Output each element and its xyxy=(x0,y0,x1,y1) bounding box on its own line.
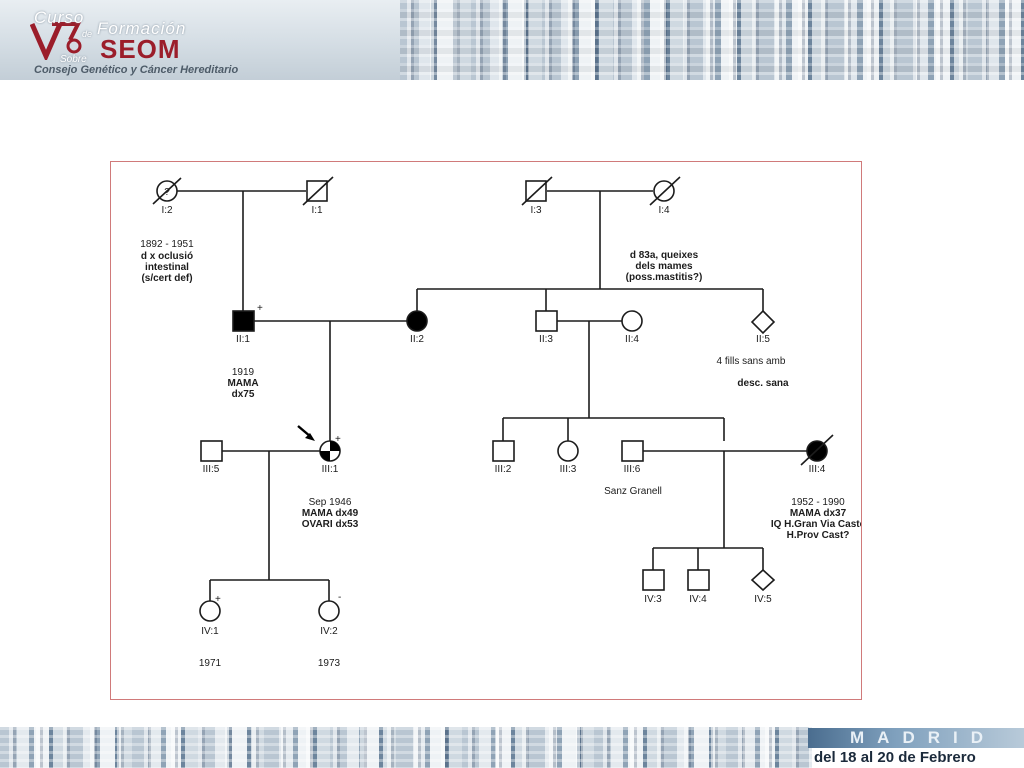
individual-I1: I:1 xyxy=(302,176,334,216)
svg-text:Sep 1946: Sep 1946 xyxy=(309,497,352,508)
svg-text:Sanz Granell: Sanz Granell xyxy=(604,486,662,497)
label-I4: I:4 xyxy=(658,205,670,216)
label-II4: II:4 xyxy=(625,334,639,345)
individual-III2: III:2 xyxy=(492,440,515,475)
logo-de-text: de xyxy=(82,29,93,39)
note-I2: 1892 - 1951 d x oclusió intestinal (s/ce… xyxy=(140,239,194,284)
svg-text:OVARI dx53: OVARI dx53 xyxy=(302,519,359,530)
note-IV2: 1973 xyxy=(318,658,341,669)
label-IV4: IV:4 xyxy=(689,594,707,605)
individual-IV1: + IV:1 1971 xyxy=(199,594,222,669)
note-IV1: 1971 xyxy=(199,658,222,669)
individual-III5: III:5 xyxy=(200,440,223,475)
footer-banner: MADRID del 18 al 20 de Febrero xyxy=(0,727,1024,768)
plus-symbol: + xyxy=(215,594,221,605)
label-II2: II:2 xyxy=(410,334,424,345)
label-III3: III:3 xyxy=(560,464,577,475)
individual-IV5: IV:5 xyxy=(750,568,776,605)
svg-text:(s/cert def): (s/cert def) xyxy=(141,273,192,284)
decorative-stripes-top xyxy=(400,0,1024,80)
svg-text:1892 - 1951: 1892 - 1951 xyxy=(140,239,194,250)
label-I1: I:1 xyxy=(311,205,323,216)
logo-formacion-text: Formación xyxy=(97,19,187,38)
individual-II1: + II:1 xyxy=(232,303,263,345)
pedigree-frame: ? I:2 I:1 I:3 I:4 1892 - 1951 d x oclusi… xyxy=(110,161,862,700)
svg-text:4 fills sans amb: 4 fills sans amb xyxy=(717,356,786,367)
note-II1: 1919 MAMA dx75 xyxy=(227,367,258,400)
svg-text:d 83a, queixes: d 83a, queixes xyxy=(630,250,699,261)
individual-II2: II:2 xyxy=(406,310,428,345)
label-III2: III:2 xyxy=(495,464,512,475)
city-text: MADRID xyxy=(850,728,996,747)
individual-III3: III:3 xyxy=(557,440,579,475)
note-III4: 1952 - 1990 MAMA dx37 IQ H.Gran Via Cast… xyxy=(771,497,861,541)
note-III6: Sanz Granell xyxy=(604,486,662,497)
logo-seom-text: SEOM xyxy=(100,34,181,64)
label-III5: III:5 xyxy=(203,464,220,475)
course-logo: Curso Formación de SEOM Sobre Consejo Ge… xyxy=(0,0,400,80)
individual-IV3: IV:3 xyxy=(642,569,665,605)
svg-text:1919: 1919 xyxy=(232,367,255,378)
individual-II5: II:5 xyxy=(750,309,776,345)
individual-II3: II:3 xyxy=(535,310,558,345)
header-banner: Curso Formación de SEOM Sobre Consejo Ge… xyxy=(0,0,1024,80)
pedigree-lines xyxy=(177,190,807,602)
pedigree-chart: ? I:2 I:1 I:3 I:4 1892 - 1951 d x oclusi… xyxy=(140,176,861,669)
label-II5: II:5 xyxy=(756,334,770,345)
dates-text: del 18 al 20 de Febrero xyxy=(814,749,976,766)
individual-III6: III:6 xyxy=(621,440,644,475)
svg-text:MAMA dx37: MAMA dx37 xyxy=(790,508,847,519)
svg-text:dels mames: dels mames xyxy=(635,261,693,272)
svg-text:1952 - 1990: 1952 - 1990 xyxy=(791,497,845,508)
individual-I2: ? I:2 xyxy=(152,177,182,216)
logo-sobre-text: Sobre xyxy=(60,54,87,65)
seom-emblem-icon xyxy=(30,22,82,60)
individual-IV2: - IV:2 1973 xyxy=(318,592,341,669)
logo-curso-text: Curso xyxy=(34,8,85,27)
label-IV3: IV:3 xyxy=(644,594,662,605)
svg-text:(poss.mastitis?): (poss.mastitis?) xyxy=(626,272,703,283)
label-IV5: IV:5 xyxy=(754,594,772,605)
plus-symbol: + xyxy=(257,303,263,314)
svg-text:intestinal: intestinal xyxy=(145,262,189,273)
minus-symbol: - xyxy=(338,592,341,603)
note-I4: d 83a, queixes dels mames (poss.mastitis… xyxy=(626,250,703,283)
individual-I4: I:4 xyxy=(649,176,681,216)
label-III1: III:1 xyxy=(322,464,339,475)
label-II3: II:3 xyxy=(539,334,553,345)
label-I2: I:2 xyxy=(161,205,173,216)
svg-text:IQ H.Gran Via Caste: IQ H.Gran Via Caste xyxy=(771,519,861,530)
individual-III4: III:4 xyxy=(800,434,834,475)
svg-text:MAMA dx49: MAMA dx49 xyxy=(302,508,359,519)
individual-II4: II:4 xyxy=(621,310,643,345)
logo-subtitle-text: Consejo Genético y Cáncer Hereditario xyxy=(34,64,239,76)
label-III6: III:6 xyxy=(624,464,641,475)
unknown-status-symbol: ? xyxy=(164,187,170,198)
individual-IV4: IV:4 xyxy=(687,569,710,605)
label-IV1: IV:1 xyxy=(201,626,219,637)
individual-III1-proband: + III:1 xyxy=(297,425,341,475)
label-IV2: IV:2 xyxy=(320,626,338,637)
svg-text:dx75: dx75 xyxy=(232,389,255,400)
svg-text:d x oclusió: d x oclusió xyxy=(141,251,193,262)
madrid-bar xyxy=(808,728,1024,748)
note-III1: Sep 1946 MAMA dx49 OVARI dx53 xyxy=(302,497,359,530)
svg-text:H.Prov Cast?: H.Prov Cast? xyxy=(787,530,850,541)
note-II5: 4 fills sans amb desc. sana xyxy=(717,356,789,389)
individual-I3: I:3 xyxy=(521,176,553,216)
decorative-stripes-bottom xyxy=(0,727,812,768)
svg-text:desc. sana: desc. sana xyxy=(737,378,789,389)
label-III4: III:4 xyxy=(809,464,826,475)
plus-symbol: + xyxy=(335,434,341,445)
label-I3: I:3 xyxy=(530,205,542,216)
label-II1: II:1 xyxy=(236,334,250,345)
svg-text:MAMA: MAMA xyxy=(227,378,258,389)
